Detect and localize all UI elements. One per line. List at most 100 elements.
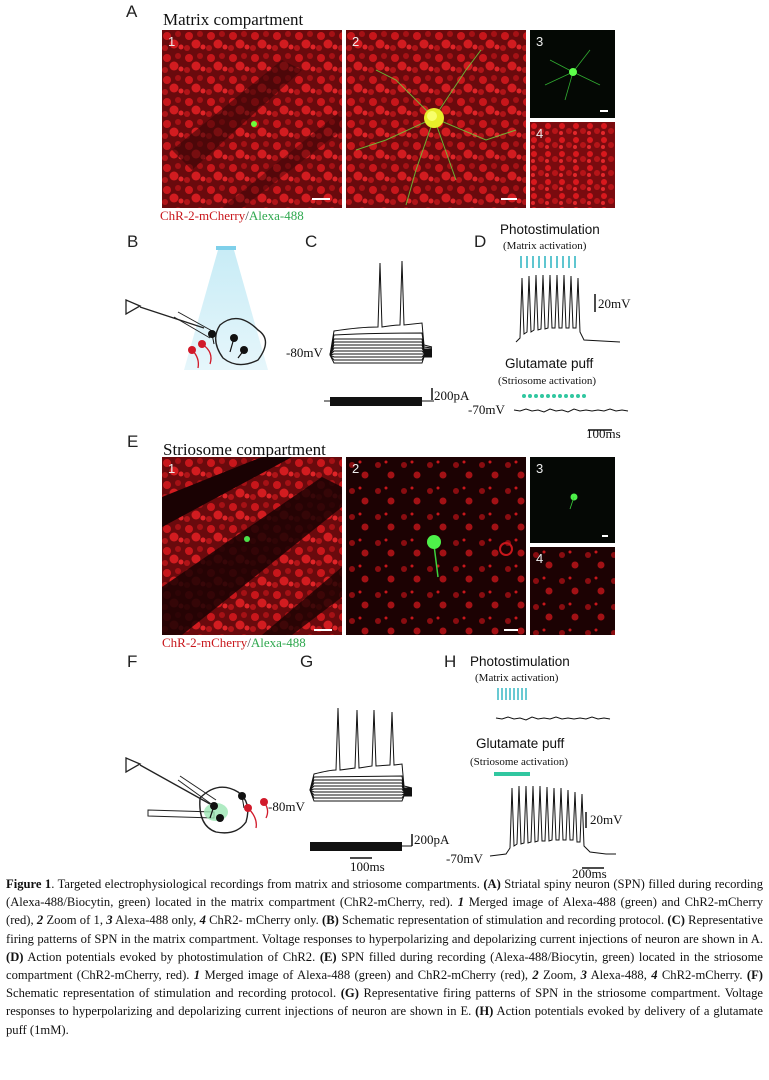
panel-c-traces	[324, 260, 434, 406]
panel-h-photo-title: Photostimulation	[470, 654, 570, 669]
panel-e2-number: 2	[352, 461, 360, 476]
caption-a-1: 1	[457, 895, 464, 910]
panel-a3-micrograph	[530, 30, 615, 118]
panel-a3-number: 3	[536, 34, 544, 49]
panel-a1-scale-bar	[312, 198, 330, 200]
panel-e3-number: 3	[536, 461, 544, 476]
caption-e-tag: (E)	[319, 949, 337, 964]
legend-chr2-mcherry: ChR-2-mCherry	[162, 635, 248, 650]
caption-g-text: Representative firing patterns of SPN in…	[6, 986, 763, 1019]
caption-h-text: Action potentials evoked by delivery of …	[6, 1004, 763, 1037]
panel-e1-image: 1	[162, 457, 342, 635]
caption-a-4: 4	[199, 913, 206, 928]
legend-slash: /	[247, 635, 251, 650]
caption-e-3-text: Alexa-488,	[586, 968, 652, 983]
legend-alexa-488: Alexa-488	[250, 635, 306, 650]
panel-g-letter: G	[300, 652, 314, 671]
legend-chr2-mcherry: ChR-2-mCherry	[160, 208, 246, 223]
panel-c-letter: C	[305, 232, 318, 251]
panel-g-current-scale: 200pA	[414, 832, 450, 847]
panel-d-mv-scale: 20mV	[598, 296, 631, 311]
panel-a-letter: A	[126, 2, 138, 21]
panel-e4-number: 4	[536, 551, 544, 566]
caption-e-2: 2	[532, 968, 539, 983]
caption-a-2-text: Zoom of 1,	[43, 913, 107, 928]
panel-h-photostim-trace	[495, 688, 611, 721]
caption-a-4-text: ChR2- mCherry only.	[205, 913, 322, 928]
panel-e3-scale-bar	[602, 535, 608, 537]
caption-d-tag: (D)	[6, 949, 24, 964]
panel-d-glu-title: Glutamate puff	[505, 356, 594, 371]
panel-d-photo-sub: (Matrix activation)	[503, 240, 587, 252]
panel-e4-image: 4	[530, 547, 615, 635]
panel-a2-scale-bar	[501, 198, 517, 200]
caption-c-tag: (C)	[667, 913, 685, 928]
panel-f-schematic	[125, 757, 269, 834]
panel-e2-scale-bar	[504, 629, 518, 631]
caption-e-4: 4	[651, 968, 658, 983]
panel-a-legend: ChR-2-mCherry/Alexa-488	[160, 208, 304, 224]
caption-a-3: 3	[106, 913, 113, 928]
panel-e2-image: 2	[346, 457, 526, 635]
panel-d-voltage-label: -70mV	[468, 402, 505, 417]
panel-d-time-scale: 100ms	[586, 426, 621, 441]
caption-a-2: 2	[36, 913, 44, 928]
panel-h-glu-title: Glutamate puff	[476, 736, 565, 751]
panel-d-photo-title: Photostimulation	[500, 222, 600, 237]
caption-g-tag: (G)	[340, 986, 359, 1001]
panel-e3-micrograph	[530, 457, 615, 543]
panel-e3-image: 3	[530, 457, 615, 543]
panel-b-schematic	[125, 246, 268, 370]
legend-alexa-488: Alexa-488	[248, 208, 304, 223]
caption-b-tag: (B)	[322, 913, 339, 928]
panel-d-glutamate-trace	[513, 394, 629, 431]
panel-a1-image: 1	[162, 30, 342, 208]
panel-e1-scale-bar	[314, 629, 332, 631]
panel-a4-micrograph	[530, 122, 615, 208]
caption-b-text: Schematic representation of stimulation …	[338, 913, 668, 928]
caption-e-4-text: ChR2-mCherry.	[657, 968, 747, 983]
panel-e4-micrograph	[530, 547, 615, 635]
panel-b-letter: B	[127, 232, 139, 251]
panel-e-letter: E	[127, 432, 139, 451]
panel-h-photo-sub: (Matrix activation)	[475, 672, 559, 684]
caption-a-text: Striatal spiny neuron (SPN) filled durin…	[6, 877, 763, 910]
panel-h-voltage-label: -70mV	[446, 851, 483, 866]
caption-e-text: SPN filled during recording (Alexa-488/B…	[6, 949, 763, 983]
panel-a3-scale-bar	[600, 110, 608, 112]
caption-f-tag: (F)	[746, 968, 764, 983]
panel-h-glutamate-trace	[489, 772, 616, 869]
panel-d-letter: D	[474, 232, 487, 251]
panel-a4-number: 4	[536, 126, 544, 141]
caption-c-text: Representative firing patterns of SPN in…	[6, 913, 764, 946]
panel-a3-image: 3	[530, 30, 615, 118]
caption-intro: . Targeted electrophysiological recordin…	[51, 877, 484, 891]
panel-h-letter: H	[444, 652, 457, 671]
panel-e1-micrograph	[162, 457, 342, 635]
caption-e-3: 3	[580, 968, 587, 983]
caption-a-tag: (A)	[483, 877, 501, 891]
panel-d-glu-sub: (Striosome activation)	[498, 375, 597, 387]
panel-a2-micrograph	[346, 30, 526, 208]
panel-a-title: Matrix compartment	[163, 10, 304, 29]
panel-a1-micrograph	[162, 30, 342, 208]
caption-d-text: Action potentials evoked by photostimula…	[23, 949, 320, 964]
legend-slash: /	[245, 208, 249, 223]
panel-a2-image: 2	[346, 30, 526, 208]
caption-e-2-text: Zoom,	[538, 968, 581, 983]
panel-a2-number: 2	[352, 34, 360, 49]
panel-g-time-scale: 100ms	[350, 859, 385, 874]
panel-a4-image: 4	[530, 122, 615, 208]
caption-e-1-text: Merged image of Alexa-488 (green) and Ch…	[200, 968, 533, 983]
panel-c-voltage-label: -80mV	[286, 345, 323, 360]
caption-a-1-text: Merged image of Alexa-488 (green) and Ch…	[6, 895, 763, 928]
panel-g-voltage-label: -80mV	[268, 799, 305, 814]
panel-h-mv-scale: 20mV	[590, 812, 623, 827]
caption-h-tag: (H)	[475, 1004, 494, 1019]
panel-e-title: Striosome compartment	[163, 440, 326, 459]
panel-h-time-scale: 200ms	[572, 866, 607, 881]
panel-e2-micrograph	[346, 457, 526, 635]
panel-f-letter: F	[127, 652, 138, 671]
caption-figure-label: Figure 1	[6, 877, 52, 891]
panel-e1-number: 1	[168, 461, 176, 476]
